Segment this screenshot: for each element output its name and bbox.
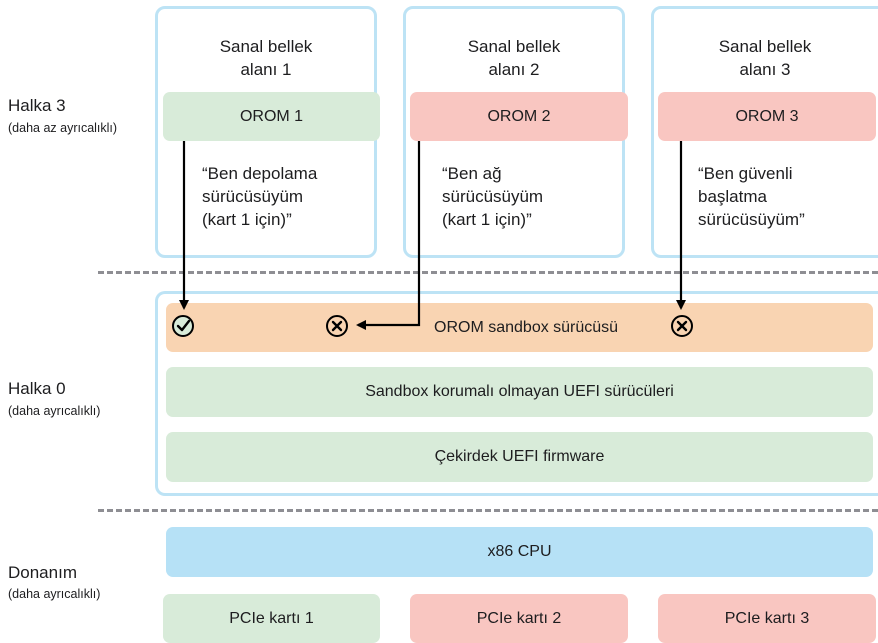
ring3-label: Halka 3 xyxy=(8,96,66,115)
space-title: Sanal bellek alanı 1 xyxy=(158,35,374,81)
space-title-line2: alanı 3 xyxy=(739,60,791,79)
quote-line: sürücüsüyüm xyxy=(202,187,304,206)
space-title-line1: Sanal bellek xyxy=(467,37,561,56)
quote-line: “Ben ağ xyxy=(442,164,502,183)
ring0-label: Halka 0 xyxy=(8,379,66,398)
space-title-line1: Sanal bellek xyxy=(718,37,812,56)
orom-3-box: OROM 3 xyxy=(658,92,876,141)
x-circle-icon xyxy=(326,315,348,337)
space-title-line1: Sanal bellek xyxy=(219,37,313,56)
orom-3-quote: “Ben güvenli başlatma sürücüsüyüm” xyxy=(698,162,805,231)
pcie-card-3-box: PCIe kartı 3 xyxy=(658,594,876,643)
space-title: Sanal bellek alanı 3 xyxy=(654,35,876,81)
quote-line: başlatma xyxy=(698,187,767,206)
core-uefi-firmware-box: Çekirdek UEFI firmware xyxy=(166,432,873,482)
hardware-boundary-divider xyxy=(98,509,878,512)
space-title: Sanal bellek alanı 2 xyxy=(406,35,622,81)
hardware-label: Donanım xyxy=(8,563,77,582)
sandbox-driver-label: OROM sandbox sürücüsü xyxy=(434,319,619,336)
quote-line: (kart 1 için)” xyxy=(442,210,532,229)
quote-line: (kart 1 için)” xyxy=(202,210,292,229)
orom-1-quote: “Ben depolama sürücüsüyüm (kart 1 için)” xyxy=(202,162,317,231)
quote-line: “Ben güvenli xyxy=(698,164,793,183)
hardware-sublabel: (daha ayrıcalıklı) xyxy=(8,587,101,601)
space-title-line2: alanı 2 xyxy=(488,60,540,79)
quote-line: sürücüsüyüm” xyxy=(698,210,805,229)
check-circle-icon xyxy=(172,315,194,337)
non-sandboxed-uefi-drivers-box: Sandbox korumalı olmayan UEFI sürücüleri xyxy=(166,367,873,417)
ring0-container xyxy=(155,291,878,496)
orom-sandbox-driver-box: OROM sandbox sürücüsü xyxy=(166,303,873,352)
pcie-card-1-box: PCIe kartı 1 xyxy=(163,594,380,643)
quote-line: “Ben depolama xyxy=(202,164,318,183)
orom-2-quote: “Ben ağ sürücüsüyüm (kart 1 için)” xyxy=(442,162,543,231)
ring0-sublabel: (daha ayrıcalıklı) xyxy=(8,404,101,418)
space-title-line2: alanı 1 xyxy=(240,60,292,79)
x86-cpu-box: x86 CPU xyxy=(166,527,873,577)
x-circle-icon xyxy=(671,315,693,337)
orom-1-box: OROM 1 xyxy=(163,92,380,141)
ring3-sublabel: (daha az ayrıcalıklı) xyxy=(8,121,118,135)
quote-line: sürücüsüyüm xyxy=(442,187,544,206)
orom-2-box: OROM 2 xyxy=(410,92,628,141)
pcie-card-2-box: PCIe kartı 2 xyxy=(410,594,628,643)
orom-2-arrow xyxy=(356,141,421,330)
ring-boundary-divider xyxy=(98,271,878,274)
